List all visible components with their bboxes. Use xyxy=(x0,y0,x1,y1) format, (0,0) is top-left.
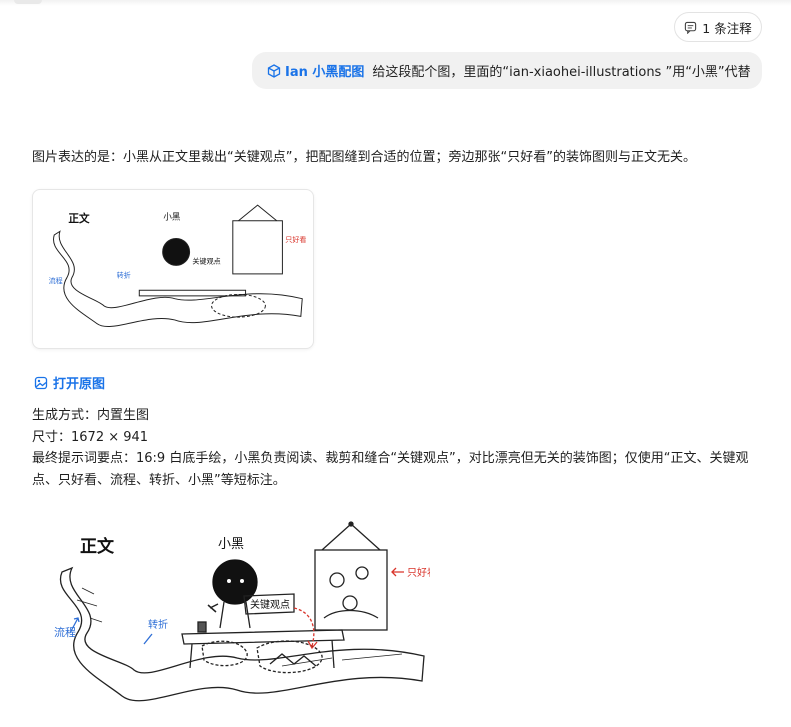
prompt-points: 最终提示词要点：16:9 白底手绘，小黑负责阅读、裁剪和缝合“关键观点”，对比漂… xyxy=(32,451,749,488)
open-original-label: 打开原图 xyxy=(53,377,106,392)
thumb-label-pretty: 只好看 xyxy=(285,235,306,244)
image-size: 尺寸：1672 × 941 xyxy=(32,429,149,445)
cube-icon xyxy=(267,63,281,78)
illustration-label-key: 关键观点 xyxy=(250,598,290,611)
generation-meta: 生成方式：内置生图 尺寸：1672 × 941 最终提示词要点：16:9 白底手… xyxy=(32,405,772,491)
skill-tag-label: Ian 小黑配图 xyxy=(285,65,365,80)
thumb-label-xiaohei: 小黑 xyxy=(163,211,181,222)
illustration-label-xiaohei: 小黑 xyxy=(218,537,244,552)
response-description: 图片表达的是：小黑从正文里裁出“关键观点”，把配图缝到合适的位置；旁边那张“只好… xyxy=(32,150,696,165)
open-original-link[interactable]: 打开原图 xyxy=(34,373,105,392)
skill-tag[interactable]: Ian 小黑配图 xyxy=(267,61,364,80)
image-thumbnail[interactable]: 正文 小黑 只好看 关键观点 流程 转折 xyxy=(32,189,314,349)
user-message-text: 给这段配个图，里面的“ian-xiaohei-illustrations ”用“… xyxy=(372,65,751,80)
comment-icon xyxy=(685,21,697,34)
illustration-label-flow: 流程 xyxy=(54,625,76,639)
comments-button-label: 1 条注释 xyxy=(702,20,752,36)
illustration-label-turn: 转折 xyxy=(148,618,168,631)
illustration-label-body: 正文 xyxy=(80,536,115,557)
image-icon xyxy=(34,376,48,389)
previous-content-fragment xyxy=(14,0,42,4)
illustration-thumbnail: 正文 小黑 只好看 关键观点 流程 转折 xyxy=(49,204,306,328)
previous-content-edge xyxy=(0,0,791,6)
comments-button[interactable]: 1 条注释 xyxy=(674,12,762,42)
illustration-full: 正文 小黑 只好看 关键观点 流程 转折 xyxy=(54,521,430,702)
thumb-label-turn: 转折 xyxy=(117,270,131,279)
thumb-label-body: 正文 xyxy=(68,212,90,225)
illustration-label-pretty: 只好看 xyxy=(407,566,430,579)
user-message-bubble: Ian 小黑配图 给这段配个图，里面的“ian-xiaohei-illustra… xyxy=(252,52,762,89)
generation-method: 生成方式：内置生图 xyxy=(32,408,150,423)
thumb-label-key: 关键观点 xyxy=(192,256,220,265)
illustration-image[interactable]: 正文 小黑 只好看 关键观点 流程 转折 xyxy=(32,508,430,727)
thumb-label-flow: 流程 xyxy=(49,276,63,285)
